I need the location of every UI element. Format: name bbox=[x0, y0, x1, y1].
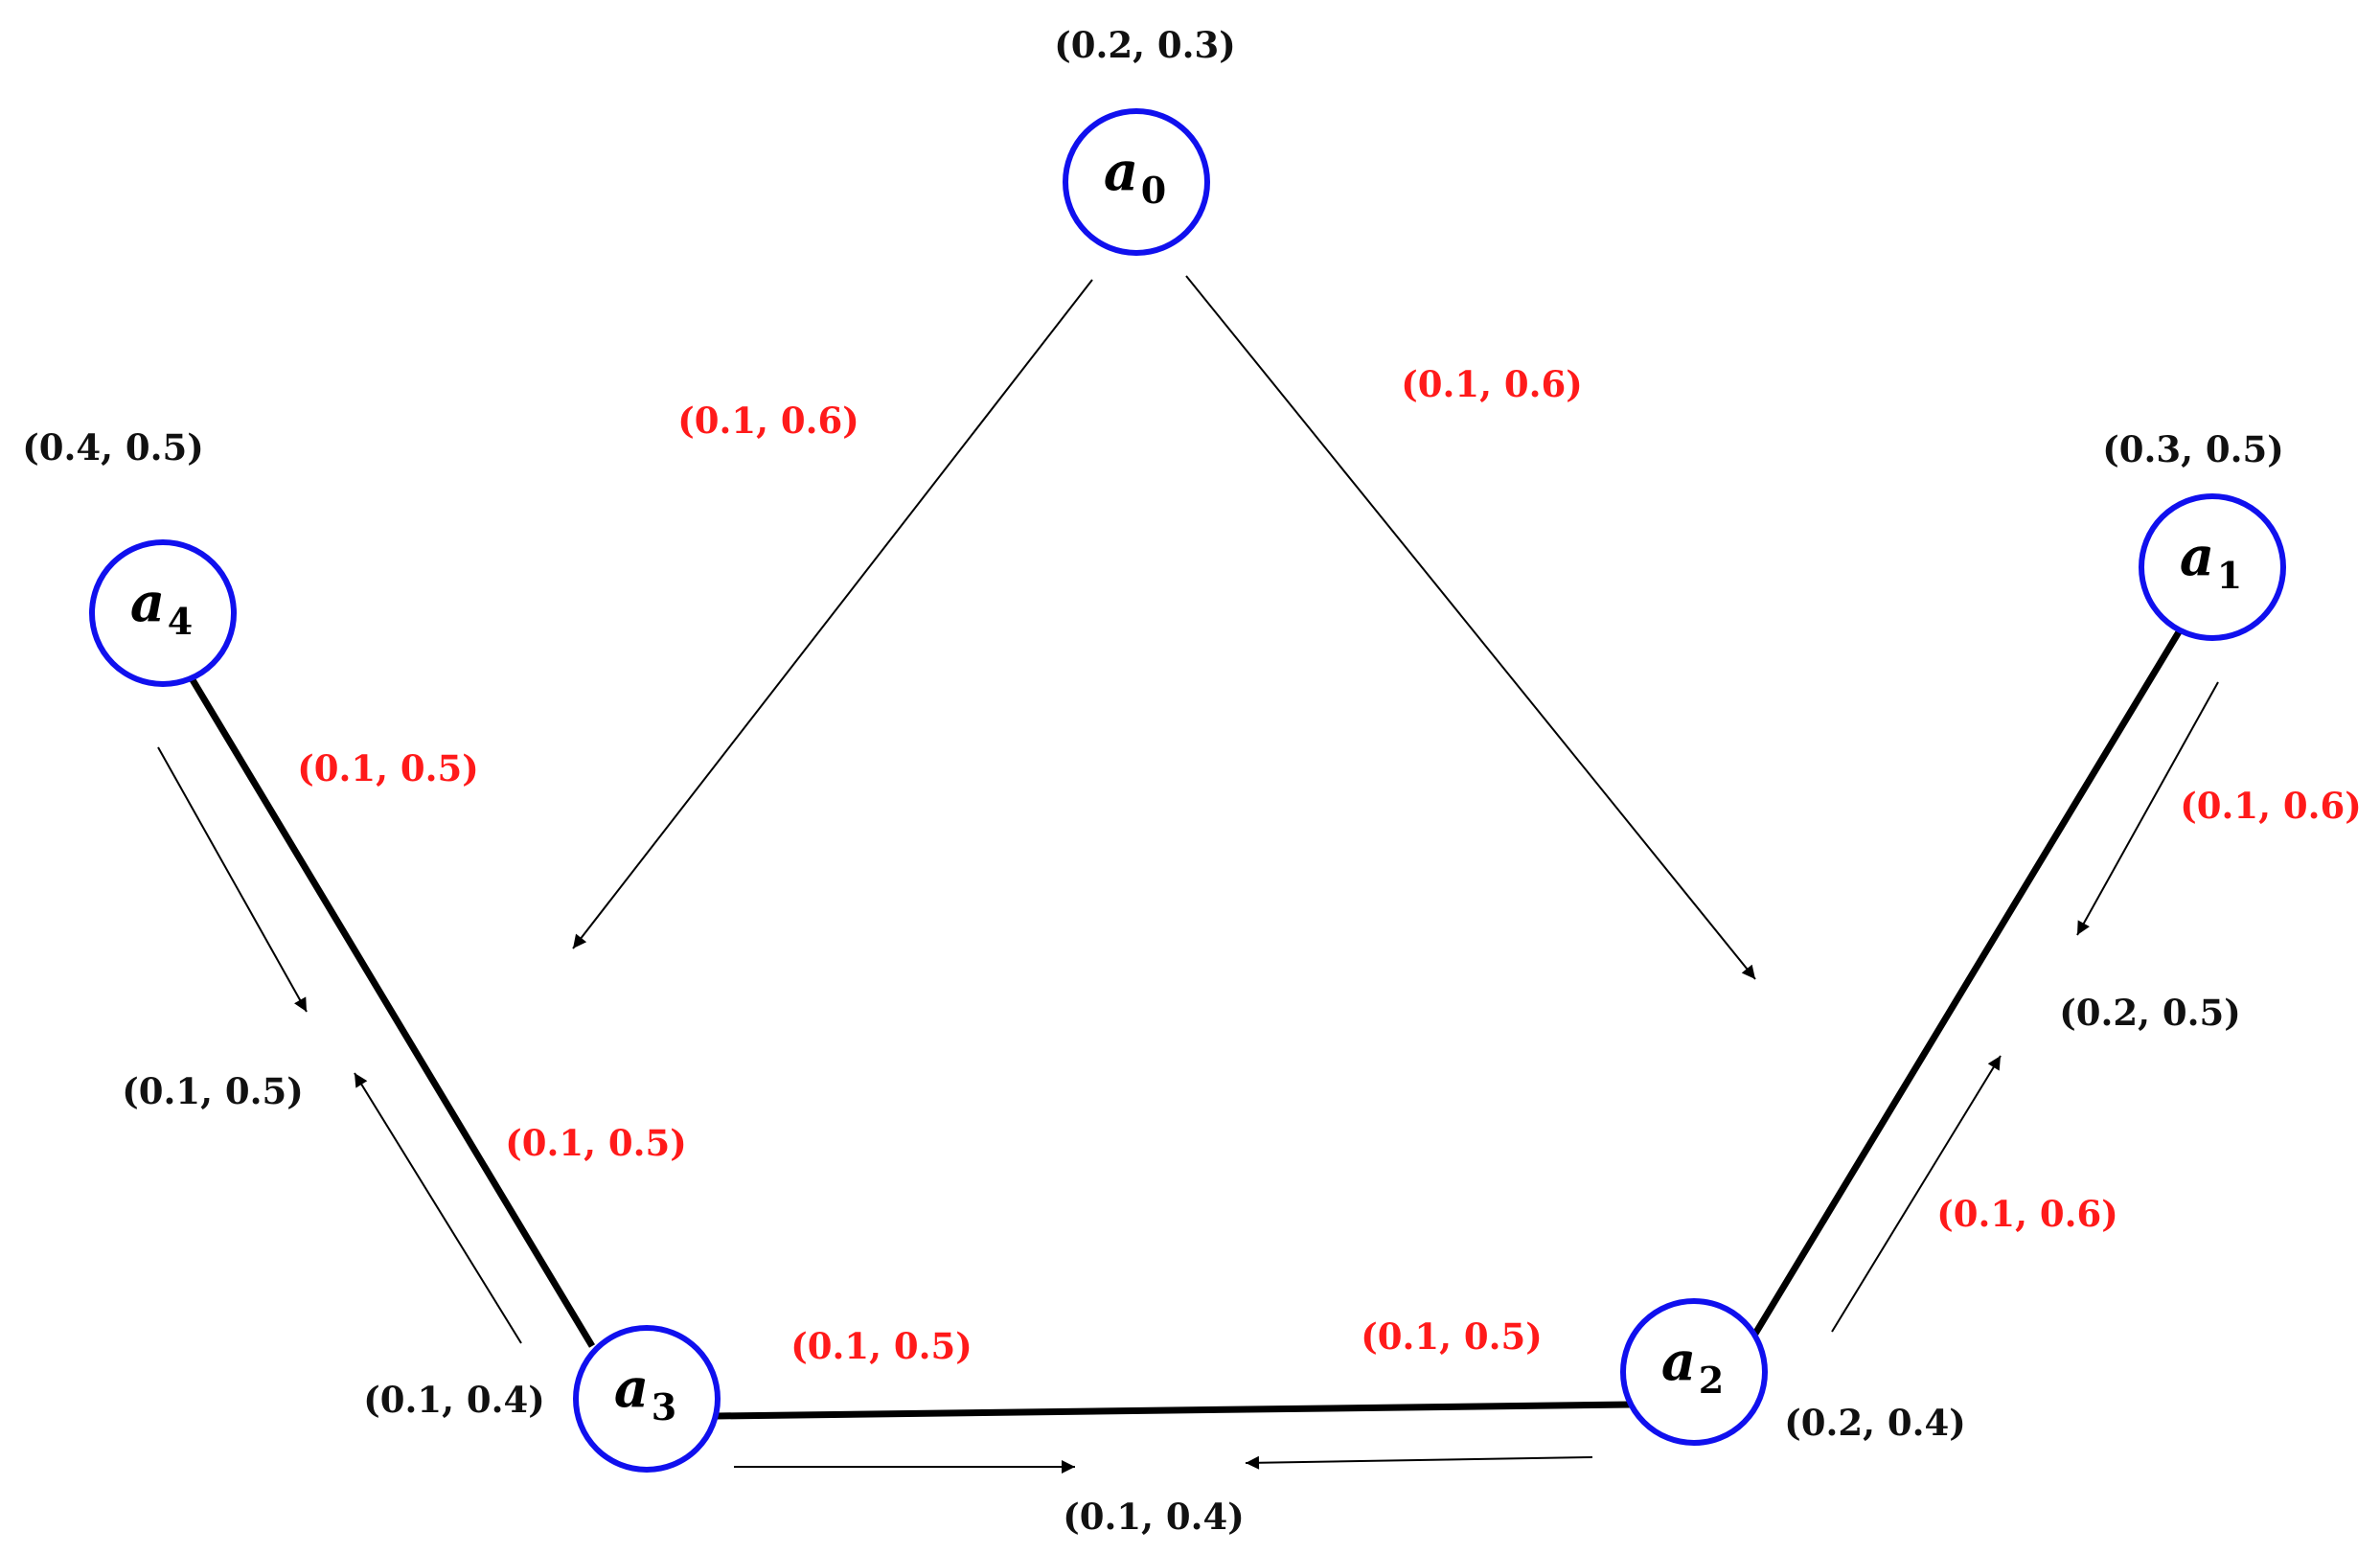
node-a1-name: a bbox=[2180, 525, 2214, 588]
node-a3-subscript: 3 bbox=[652, 1385, 676, 1428]
arrow-a0-to-a3 bbox=[572, 279, 1093, 949]
arrow-a1-down bbox=[2076, 681, 2219, 936]
node-a2-name: a bbox=[1661, 1330, 1696, 1393]
edge-a4-a3 bbox=[188, 676, 596, 1348]
arrow-a2-left bbox=[1245, 1455, 1593, 1470]
edge-label-a1-a2-lower: (0.1, 0.6) bbox=[1936, 1193, 2118, 1235]
node-a4-value: (0.4, 0.5) bbox=[22, 426, 204, 468]
edge-a2-a1 bbox=[1752, 628, 2183, 1336]
node-a2-subscript: 2 bbox=[1699, 1359, 1724, 1402]
edge-a3-a2 bbox=[716, 1401, 1632, 1420]
node-a0: a 0 bbox=[1063, 108, 1210, 256]
result-bottom-label: (0.1, 0.4) bbox=[1063, 1496, 1245, 1538]
node-a0-subscript: 0 bbox=[1141, 169, 1166, 212]
edge-label-a3-a2-right: (0.1, 0.5) bbox=[1361, 1315, 1543, 1358]
node-a0-name: a bbox=[1104, 140, 1138, 203]
node-a1: a 1 bbox=[2139, 493, 2286, 641]
arrow-a2-up bbox=[1831, 1055, 2002, 1333]
edge-label-a4-a3-lower: (0.1, 0.5) bbox=[505, 1122, 687, 1164]
node-a0-value: (0.2, 0.3) bbox=[1054, 24, 1236, 66]
node-a3: a 3 bbox=[573, 1325, 721, 1473]
result-left-label: (0.1, 0.5) bbox=[122, 1070, 304, 1112]
node-a2: a 2 bbox=[1620, 1298, 1768, 1446]
arrow-a3-up bbox=[354, 1072, 522, 1344]
node-a4-name: a bbox=[130, 571, 165, 634]
node-a2-value: (0.2, 0.4) bbox=[1784, 1402, 1966, 1444]
edge-label-a3-a2-left: (0.1, 0.5) bbox=[790, 1325, 973, 1367]
arrow-a0-to-a2 bbox=[1185, 275, 1756, 980]
node-a3-name: a bbox=[614, 1357, 649, 1420]
edge-label-a0-a2: (0.1, 0.6) bbox=[1401, 363, 1583, 405]
node-a4-subscript: 4 bbox=[168, 600, 193, 643]
node-a3-value: (0.1, 0.4) bbox=[363, 1379, 545, 1421]
edge-label-a1-a2-upper: (0.1, 0.6) bbox=[2180, 785, 2362, 827]
result-right-label: (0.2, 0.5) bbox=[2059, 992, 2241, 1034]
edge-label-a0-a3: (0.1, 0.6) bbox=[677, 400, 859, 442]
node-a1-subscript: 1 bbox=[2217, 554, 2242, 597]
arrow-a4-down bbox=[157, 746, 308, 1013]
node-a4: a 4 bbox=[89, 539, 237, 687]
edge-label-a4-a3-upper: (0.1, 0.5) bbox=[297, 747, 479, 789]
node-a1-value: (0.3, 0.5) bbox=[2102, 428, 2284, 470]
